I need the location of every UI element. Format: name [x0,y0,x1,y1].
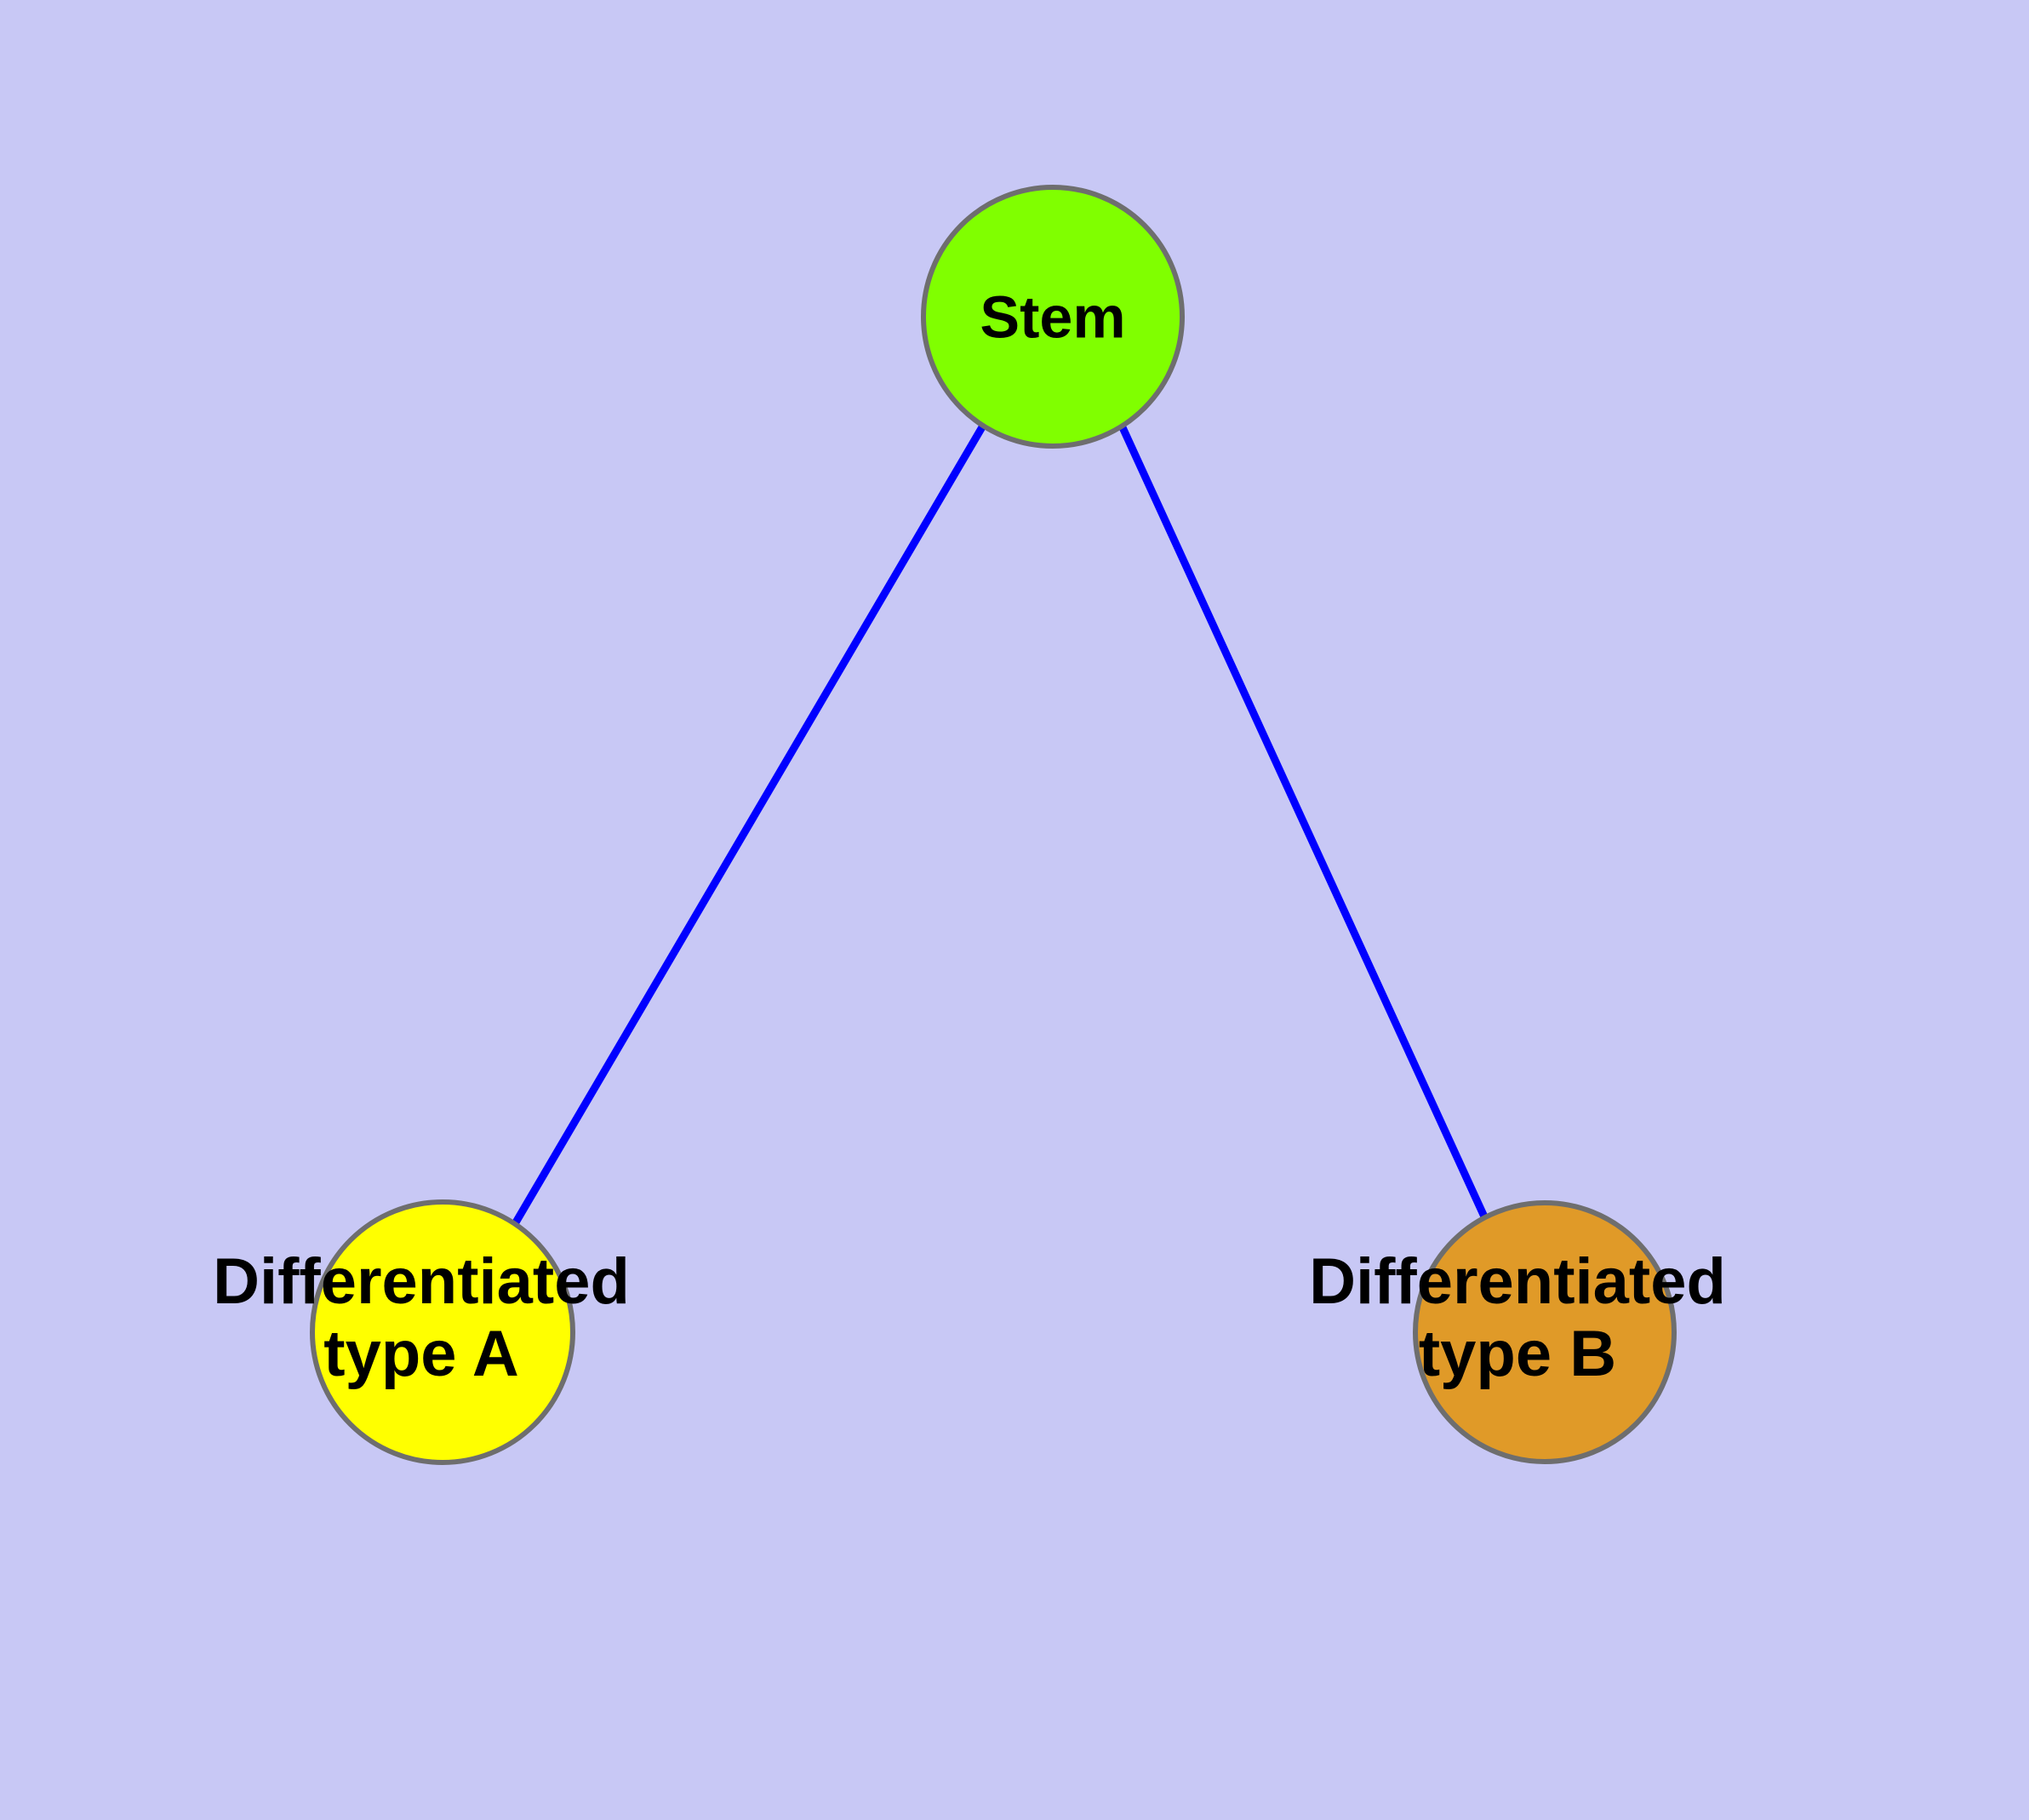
node-stem[interactable] [921,185,1185,449]
node-label-stem-line-1: Stem [980,284,1125,351]
node-diff_b[interactable] [1413,1200,1677,1464]
node-label-diff_a-line-2: type A [323,1318,518,1390]
node-label-stem: Stem [980,284,1125,351]
node-diff_a[interactable] [310,1199,575,1465]
nodes-layer [310,185,1677,1465]
edge-stem-diff-a[interactable] [512,423,986,1225]
node-label-diff_b-line-1: Differentiated [1309,1245,1726,1318]
edge-stem-diff-b[interactable] [1117,424,1492,1226]
edges-layer [512,423,1492,1226]
node-label-diff_a-line-1: Differentiated [213,1245,630,1318]
node-label-diff_b-line-2: type B [1419,1318,1616,1390]
